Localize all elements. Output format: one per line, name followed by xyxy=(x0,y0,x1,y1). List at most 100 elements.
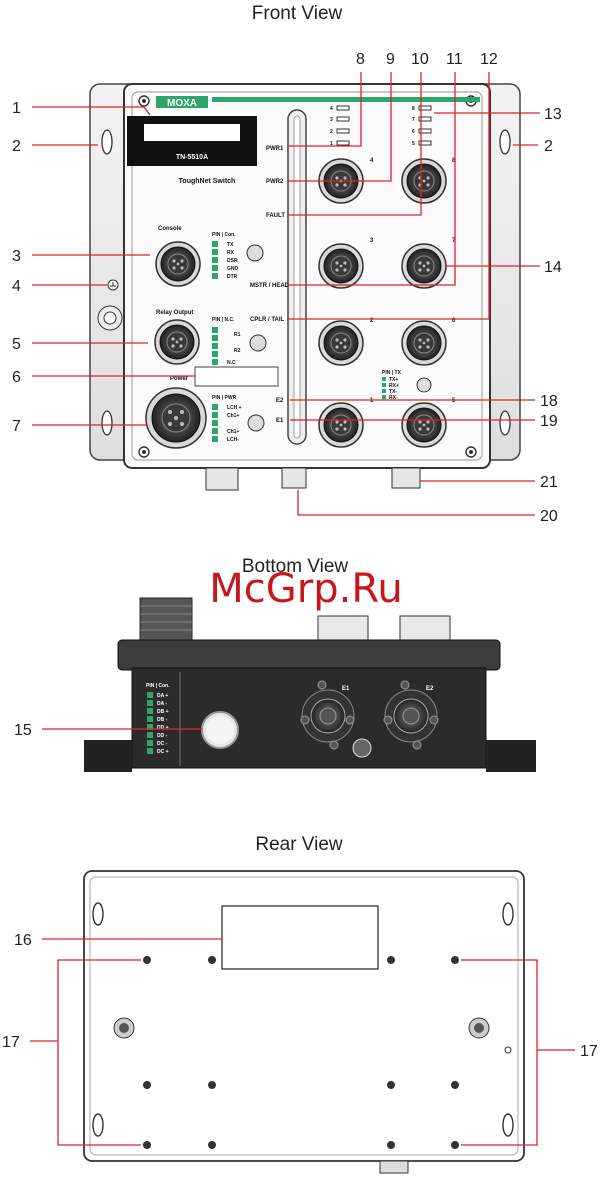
callout-8: 8 xyxy=(356,51,365,68)
brand-label: MOXA xyxy=(167,98,197,109)
svg-text:DC +: DC + xyxy=(157,749,169,755)
console-label: Console xyxy=(158,226,182,232)
svg-text:8: 8 xyxy=(412,106,415,112)
model-label: TN-5510A xyxy=(176,154,208,161)
e1-label: E1 xyxy=(276,418,284,424)
svg-text:DSR: DSR xyxy=(227,258,238,264)
callout-10: 10 xyxy=(411,51,429,68)
power-label: Power xyxy=(170,376,189,382)
relay-pin-legend: PIN | N.C. R1 R2 N.C xyxy=(212,317,267,366)
svg-text:DC -: DC - xyxy=(157,741,168,747)
rear-screw-holes xyxy=(143,956,459,1149)
callout-4: 4 xyxy=(12,278,21,295)
callout-2-left: 2 xyxy=(12,138,21,155)
svg-text:1: 1 xyxy=(330,141,333,147)
port-3-connector xyxy=(318,243,364,289)
svg-text:1: 1 xyxy=(370,398,374,404)
callout-12: 12 xyxy=(480,51,498,68)
svg-text:PIN | PWR: PIN | PWR xyxy=(212,395,237,401)
svg-text:LCH-: LCH- xyxy=(227,437,239,443)
bottom-e1-label: E1 xyxy=(342,686,350,692)
svg-text:DB -: DB - xyxy=(157,717,168,723)
ground-icon xyxy=(97,279,123,331)
callout-16: 16 xyxy=(14,932,32,949)
svg-text:DD -: DD - xyxy=(157,733,168,739)
svg-text:3: 3 xyxy=(330,117,333,123)
callout-18: 18 xyxy=(540,393,558,410)
svg-text:3: 3 xyxy=(370,238,374,244)
svg-text:R1: R1 xyxy=(234,332,241,338)
callout-21: 21 xyxy=(540,474,558,491)
callout-14: 14 xyxy=(544,259,562,276)
svg-text:7: 7 xyxy=(412,117,415,123)
svg-text:TX+: TX+ xyxy=(389,377,398,383)
port-led-group-right: 8 7 6 5 xyxy=(412,105,432,147)
callout-11: 11 xyxy=(446,51,463,68)
svg-text:Ch1+: Ch1+ xyxy=(227,413,239,419)
mstr-head-label: MSTR / HEAD xyxy=(250,283,290,289)
callout-2-right: 2 xyxy=(544,138,553,155)
relay-connector xyxy=(154,319,200,365)
front-device: MOXA TN-5510A ToughNet Switch 4 3 2 1 8 … xyxy=(89,83,521,491)
svg-text:RX-: RX- xyxy=(389,395,398,401)
svg-text:N.C: N.C xyxy=(227,360,236,366)
product-name: ToughNet Switch xyxy=(179,178,236,185)
rear-device xyxy=(83,870,525,1174)
brand-stripe xyxy=(212,97,480,102)
bottom-connector-e2 xyxy=(391,467,421,489)
rear-view-title: Rear View xyxy=(255,834,343,855)
svg-text:6: 6 xyxy=(452,318,456,324)
svg-text:8: 8 xyxy=(452,158,456,164)
callout-1: 1 xyxy=(12,100,21,117)
pwr2-label: PWR2 xyxy=(266,179,284,185)
rear-mount-bosses xyxy=(113,1017,512,1054)
callout-15: 15 xyxy=(14,722,32,739)
pwr1-label: PWR1 xyxy=(266,146,284,152)
callout-13: 13 xyxy=(544,106,562,123)
bottom-connector-e1 xyxy=(281,467,307,489)
moxa-logo xyxy=(156,96,208,108)
bottom-view-title: Bottom View xyxy=(242,556,349,577)
screw-icon xyxy=(465,446,477,458)
svg-text:PIN | Con.: PIN | Con. xyxy=(212,232,236,238)
svg-text:RX: RX xyxy=(227,250,235,256)
port-5-connector xyxy=(401,402,447,448)
svg-text:Ch1+: Ch1+ xyxy=(227,429,239,435)
watermark-text: McGrp.Ru xyxy=(209,566,402,612)
svg-text:PIN | TX: PIN | TX xyxy=(382,370,402,376)
relay-output-label: Relay Output xyxy=(156,310,193,316)
svg-text:R2: R2 xyxy=(234,348,241,354)
front-callout-lines xyxy=(32,72,540,516)
port-8-connector xyxy=(401,158,447,204)
rear-callout-lines xyxy=(30,938,575,1146)
bottom-port-e2 xyxy=(383,680,439,750)
port-1-connector xyxy=(318,402,364,448)
bottom-device: PIN | Con. DA + DA - DB + DB - DD + DD -… xyxy=(84,597,536,772)
svg-text:DTR: DTR xyxy=(227,274,238,280)
console-connector xyxy=(155,241,201,287)
svg-text:RX+: RX+ xyxy=(389,383,399,389)
ethernet-ports: 4 8 3 7 2 6 1 5 xyxy=(318,158,456,448)
svg-text:7: 7 xyxy=(452,238,456,244)
svg-text:PIN | N.C.: PIN | N.C. xyxy=(212,317,235,323)
callout-7: 7 xyxy=(12,418,21,435)
e2-label: E2 xyxy=(276,398,284,404)
port-6-connector xyxy=(401,320,447,366)
svg-text:TX: TX xyxy=(227,242,234,248)
screw-icon xyxy=(138,95,150,107)
svg-text:6: 6 xyxy=(412,129,415,135)
callout-9: 9 xyxy=(386,51,395,68)
svg-text:DA +: DA + xyxy=(157,693,168,699)
bottom-pin-legend: DA + DA - DB + DB - DD + DD - DC - DC + xyxy=(147,692,169,755)
svg-text:DA -: DA - xyxy=(157,701,167,707)
svg-text:4: 4 xyxy=(370,158,374,164)
rear-label-area xyxy=(221,905,379,970)
port-2-connector xyxy=(318,320,364,366)
front-view-title: Front View xyxy=(252,3,343,24)
bottom-e2-label: E2 xyxy=(426,686,434,692)
keyhole-icon xyxy=(101,129,511,436)
svg-text:DB +: DB + xyxy=(157,709,169,715)
svg-text:5: 5 xyxy=(452,398,456,404)
svg-text:DD +: DD + xyxy=(157,725,169,731)
svg-text:2: 2 xyxy=(370,318,374,324)
